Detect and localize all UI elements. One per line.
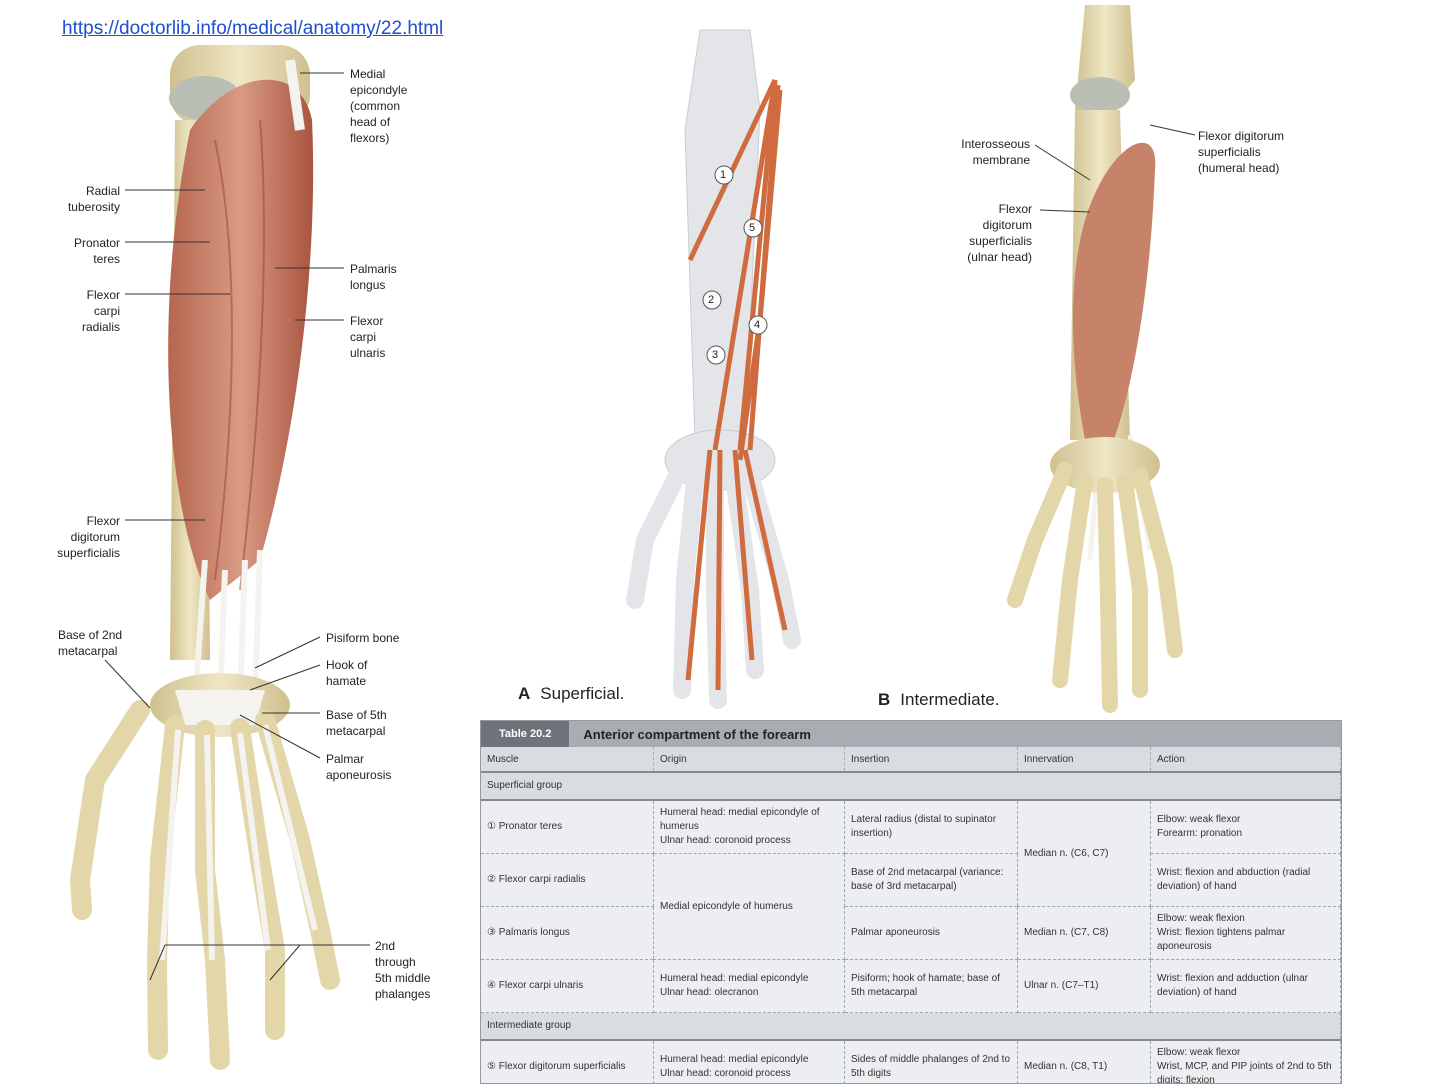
- cell-muscle: ② Flexor carpi radialis: [481, 853, 654, 907]
- cell-innervation-shared: Median n. (C6, C7): [1017, 800, 1151, 907]
- group-row: Superficial group: [481, 772, 1341, 801]
- marker-5: 5: [749, 222, 756, 234]
- label-flexor-carpi-ulnaris: Flexor carpi ulnaris: [350, 314, 386, 360]
- muscle-table: Table 20.2 Anterior compartment of the f…: [480, 720, 1342, 1084]
- cell-action: Elbow: weak flexion Wrist: flexion tight…: [1150, 906, 1341, 960]
- group-intermediate: Intermediate group: [481, 1012, 1341, 1041]
- label-fds-ulnar-head: Flexor digitorum superficialis (ulnar he…: [967, 202, 1032, 264]
- table-row: ② Flexor carpi radialis Medial epicondyl…: [481, 853, 1341, 960]
- caption-b-text: Intermediate.: [900, 690, 1000, 709]
- header-innervation: Innervation: [1017, 747, 1151, 773]
- marker-1: 1: [720, 169, 727, 181]
- table-header-row: Muscle Origin Insertion Innervation Acti…: [481, 747, 1341, 773]
- table-title: Anterior compartment of the forearm: [583, 726, 811, 742]
- label-hook-of-hamate: Hook of hamate: [326, 658, 368, 688]
- cell-insertion: Base of 2nd metacarpal (variance: base o…: [844, 853, 1018, 907]
- muscle-number-markers: [702, 165, 768, 365]
- forearm-muscle-illustration: [69, 45, 370, 1070]
- table-number: Table 20.2: [481, 721, 570, 747]
- table-row: ③ Palmaris longus Palmar aponeurosis Med…: [481, 906, 1341, 960]
- cell-muscle: ④ Flexor carpi ulnaris: [481, 959, 654, 1013]
- cell-insertion: Palmar aponeurosis: [844, 906, 1018, 960]
- cell-origin: Humeral head: medial epicondyle Ulnar he…: [653, 959, 845, 1013]
- caption-a: A Superficial.: [518, 684, 624, 704]
- table-row: ④ Flexor carpi ulnaris Humeral head: med…: [481, 959, 1341, 1013]
- cell-innervation: Median n. (C8, T1): [1017, 1040, 1151, 1083]
- superficial-layer-illustration: [626, 29, 801, 709]
- cell-innervation: Median n. (C7, C8): [1017, 906, 1151, 960]
- caption-b-letter: B: [878, 690, 891, 709]
- group-row: Intermediate group: [481, 1012, 1341, 1041]
- label-base-2nd-metacarpal: Base of 2nd metacarpal: [58, 628, 123, 658]
- marker-4: 4: [754, 319, 761, 331]
- table-row: ⑤ Flexor digitorum superficialis Humeral…: [481, 1040, 1341, 1083]
- label-palmaris-longus: Palmaris longus: [350, 262, 397, 292]
- marker-3: 3: [712, 349, 719, 361]
- cell-action: Elbow: weak flexor Forearm: pronation: [1150, 800, 1341, 854]
- label-fds-humeral-head: Flexor digitorum superficialis (humeral …: [1198, 129, 1285, 175]
- label-pisiform-bone: Pisiform bone: [326, 631, 400, 645]
- table-title-bar: Table 20.2 Anterior compartment of the f…: [481, 721, 1341, 747]
- cell-innervation: Ulnar n. (C7–T1): [1017, 959, 1151, 1013]
- table-row: ① Pronator teres Humeral head: medial ep…: [481, 800, 1341, 907]
- label-radial-tuberosity: Radial tuberosity: [67, 184, 120, 214]
- cell-origin-shared: Medial epicondyle of humerus: [653, 853, 845, 960]
- label-middle-phalanges: 2nd through 5th middle phalanges: [375, 939, 431, 1001]
- cell-origin: Humeral head: medial epicondyle of humer…: [653, 800, 845, 854]
- header-insertion: Insertion: [844, 747, 1018, 773]
- caption-a-text: Superficial.: [540, 684, 625, 703]
- label-palmar-aponeurosis: Palmar aponeurosis: [326, 752, 392, 782]
- cell-origin: Humeral head: medial epicondyle Ulnar he…: [653, 1040, 845, 1083]
- cell-action: Elbow: weak flexor Wrist, MCP, and PIP j…: [1150, 1040, 1341, 1083]
- group-superficial: Superficial group: [481, 772, 1341, 801]
- label-medial-epicondyle: Medial epicondyle (common head of flexor…: [350, 67, 408, 145]
- label-flexor-digitorum-superficialis: Flexor digitorum superficialis: [57, 514, 120, 560]
- label-interosseous-membrane: Interosseous membrane: [961, 137, 1030, 167]
- cell-action: Wrist: flexion and adduction (ulnar devi…: [1150, 959, 1341, 1013]
- label-flexor-carpi-radialis: Flexor carpi radialis: [81, 288, 120, 334]
- cell-action: Wrist: flexion and abduction (radial dev…: [1150, 853, 1341, 907]
- intermediate-layer-illustration: [1007, 5, 1196, 713]
- cell-insertion: Lateral radius (distal to supinator inse…: [844, 800, 1018, 854]
- header-origin: Origin: [653, 747, 845, 773]
- source-link[interactable]: https://doctorlib.info/medical/anatomy/2…: [62, 18, 444, 39]
- cell-muscle: ⑤ Flexor digitorum superficialis: [481, 1040, 654, 1083]
- caption-b: B Intermediate.: [878, 690, 1000, 710]
- header-muscle: Muscle: [481, 747, 654, 773]
- label-base-5th-metacarpal: Base of 5th metacarpal: [326, 708, 387, 738]
- marker-2: 2: [708, 294, 715, 306]
- label-pronator-teres: Pronator teres: [73, 236, 120, 266]
- table-grid: Muscle Origin Insertion Innervation Acti…: [481, 747, 1341, 1083]
- cell-insertion: Sides of middle phalanges of 2nd to 5th …: [844, 1040, 1018, 1083]
- cell-insertion: Pisiform; hook of hamate; base of 5th me…: [844, 959, 1018, 1013]
- caption-a-letter: A: [518, 684, 531, 703]
- cell-muscle: ③ Palmaris longus: [481, 906, 654, 960]
- cell-muscle: ① Pronator teres: [481, 800, 654, 854]
- header-action: Action: [1150, 747, 1341, 773]
